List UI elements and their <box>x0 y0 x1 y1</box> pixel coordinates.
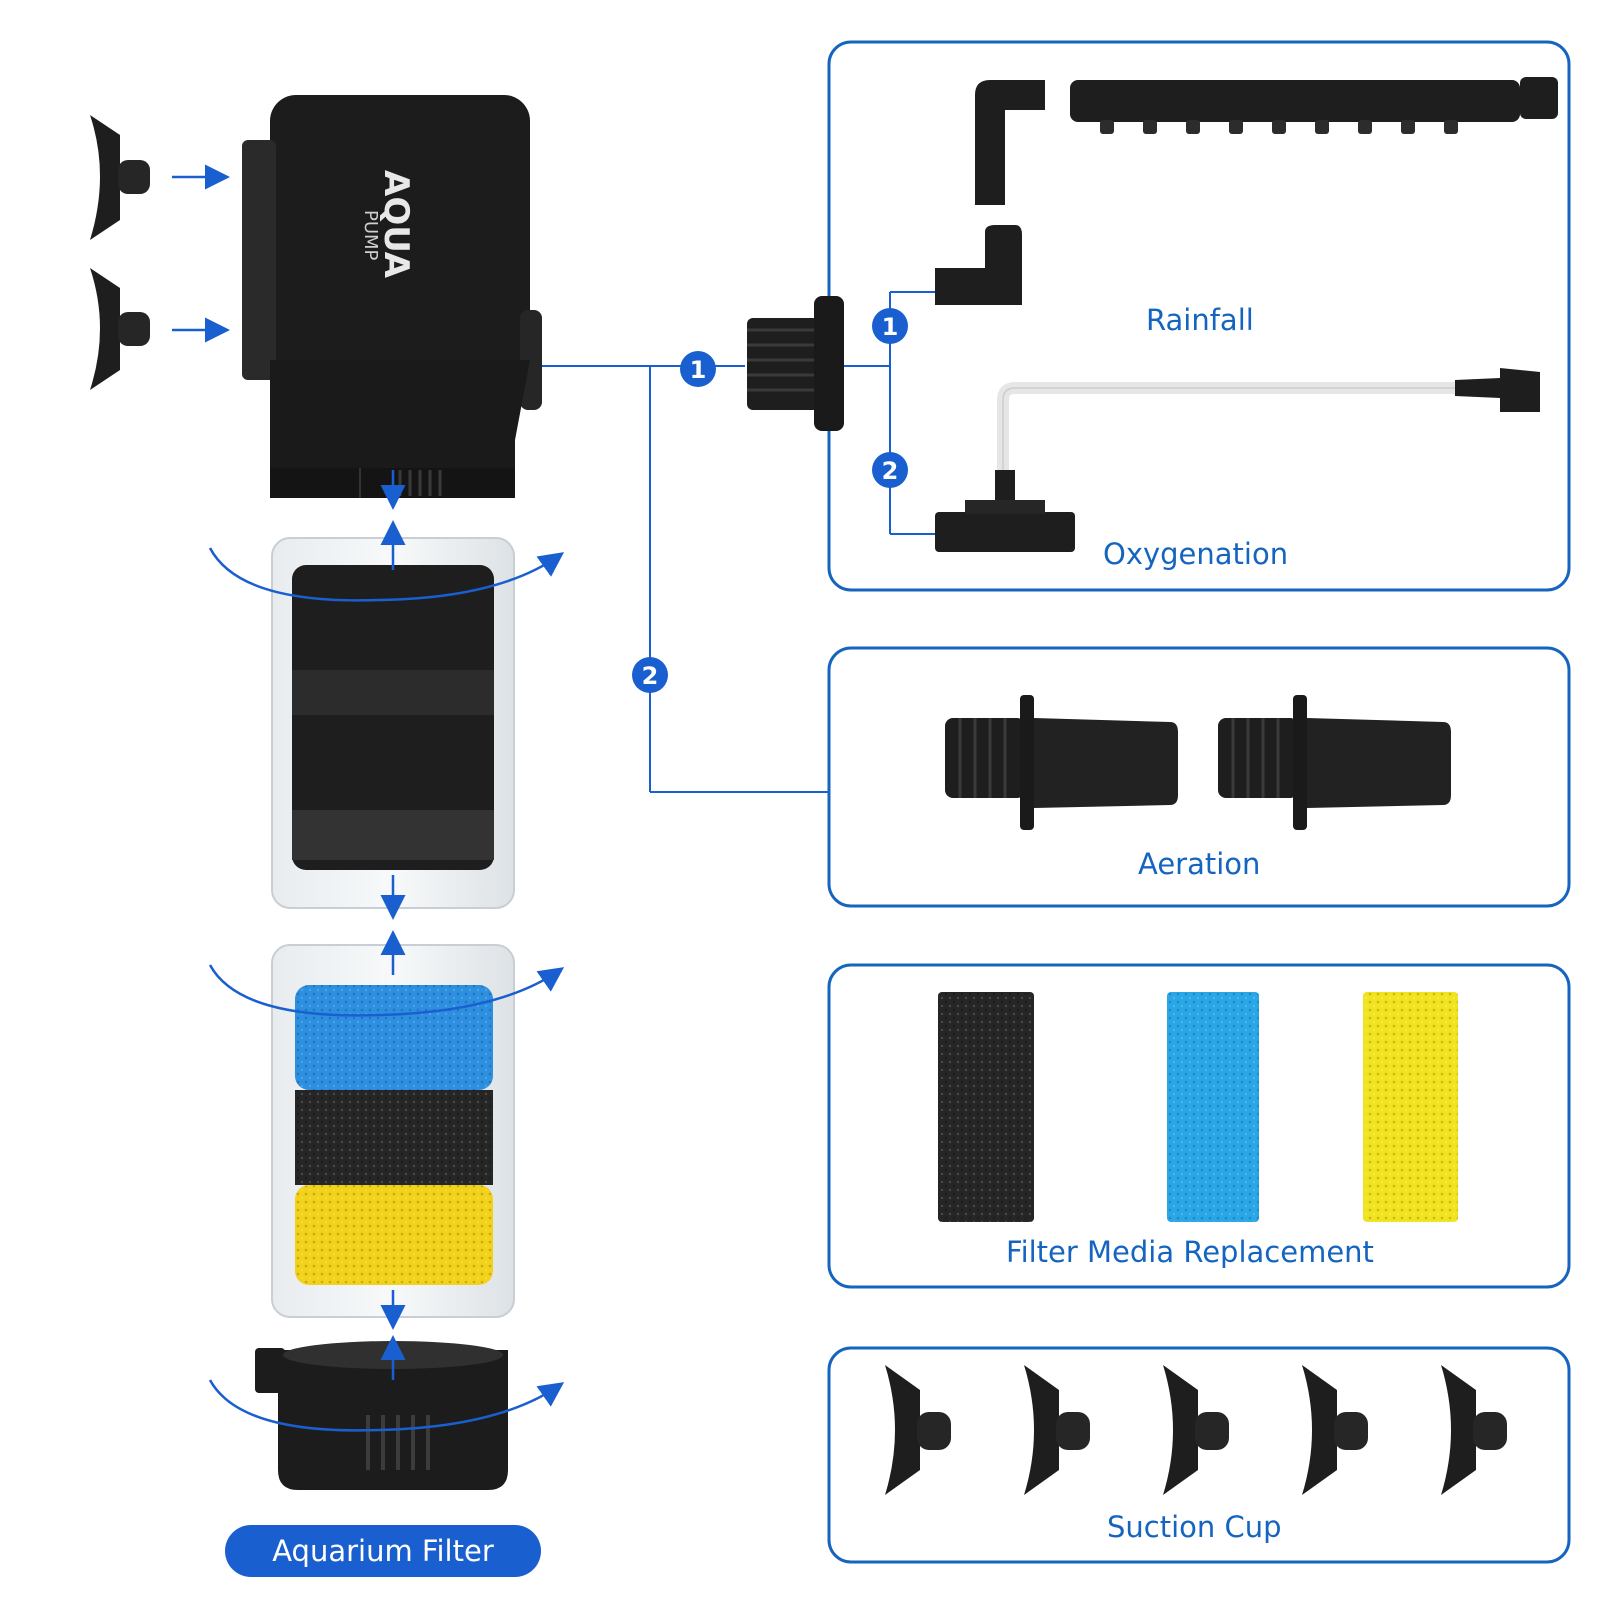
label-suction-cup: Suction Cup <box>1107 1510 1282 1544</box>
aeration-nozzle-right <box>1218 695 1451 830</box>
label-filter-media: Filter Media Replacement <box>1006 1235 1374 1269</box>
suction-cup-5 <box>1441 1365 1507 1495</box>
pump-sub-text: PUMP <box>360 210 381 261</box>
rainfall-elbow <box>935 225 1022 305</box>
marker-1-outlet-text: 1 <box>882 313 899 341</box>
suction-cup-2 <box>1024 1365 1090 1495</box>
sponge-yellow <box>1363 992 1458 1222</box>
label-oxygenation: Oxygenation <box>1103 537 1289 571</box>
marker-2-outlet: 2 <box>872 452 908 488</box>
marker-2-main-text: 2 <box>642 662 659 690</box>
connector-lines <box>540 291 935 793</box>
suction-cup-3 <box>1163 1365 1229 1495</box>
sponge-cartridge <box>271 944 515 1318</box>
aquarium-filter-pill: Aquarium Filter <box>225 1525 541 1577</box>
pump-head: AQUA PUMP <box>242 95 542 498</box>
marker-2-main: 2 <box>632 657 668 693</box>
label-rainfall: Rainfall <box>1146 303 1254 337</box>
oxygenation-venturi <box>935 368 1540 552</box>
panel-filter-media <box>827 963 1571 1289</box>
outlet-nozzle <box>747 296 844 431</box>
panel-suction-cup <box>827 1346 1571 1564</box>
marker-1-main-text: 1 <box>690 356 707 384</box>
pump-brand-text: AQUA <box>376 170 416 279</box>
sponge-black <box>938 992 1034 1222</box>
aeration-nozzle-left <box>945 695 1178 830</box>
rainfall-spray-bar <box>975 77 1558 205</box>
label-aeration: Aeration <box>1138 847 1261 881</box>
filter-base-cap <box>255 1341 508 1490</box>
twist-arrows <box>208 547 565 1432</box>
carbon-cartridge <box>271 537 515 909</box>
sponge-blue <box>1167 992 1259 1222</box>
pump-suction-cup-bottom <box>90 268 150 390</box>
suction-cup-4 <box>1302 1365 1368 1495</box>
marker-1-main: 1 <box>680 351 716 387</box>
marker-2-outlet-text: 2 <box>882 457 899 485</box>
marker-1-outlet: 1 <box>872 308 908 344</box>
panel-aeration <box>827 646 1571 908</box>
suction-cup-1 <box>885 1365 951 1495</box>
pump-suction-cup-top <box>90 115 150 240</box>
